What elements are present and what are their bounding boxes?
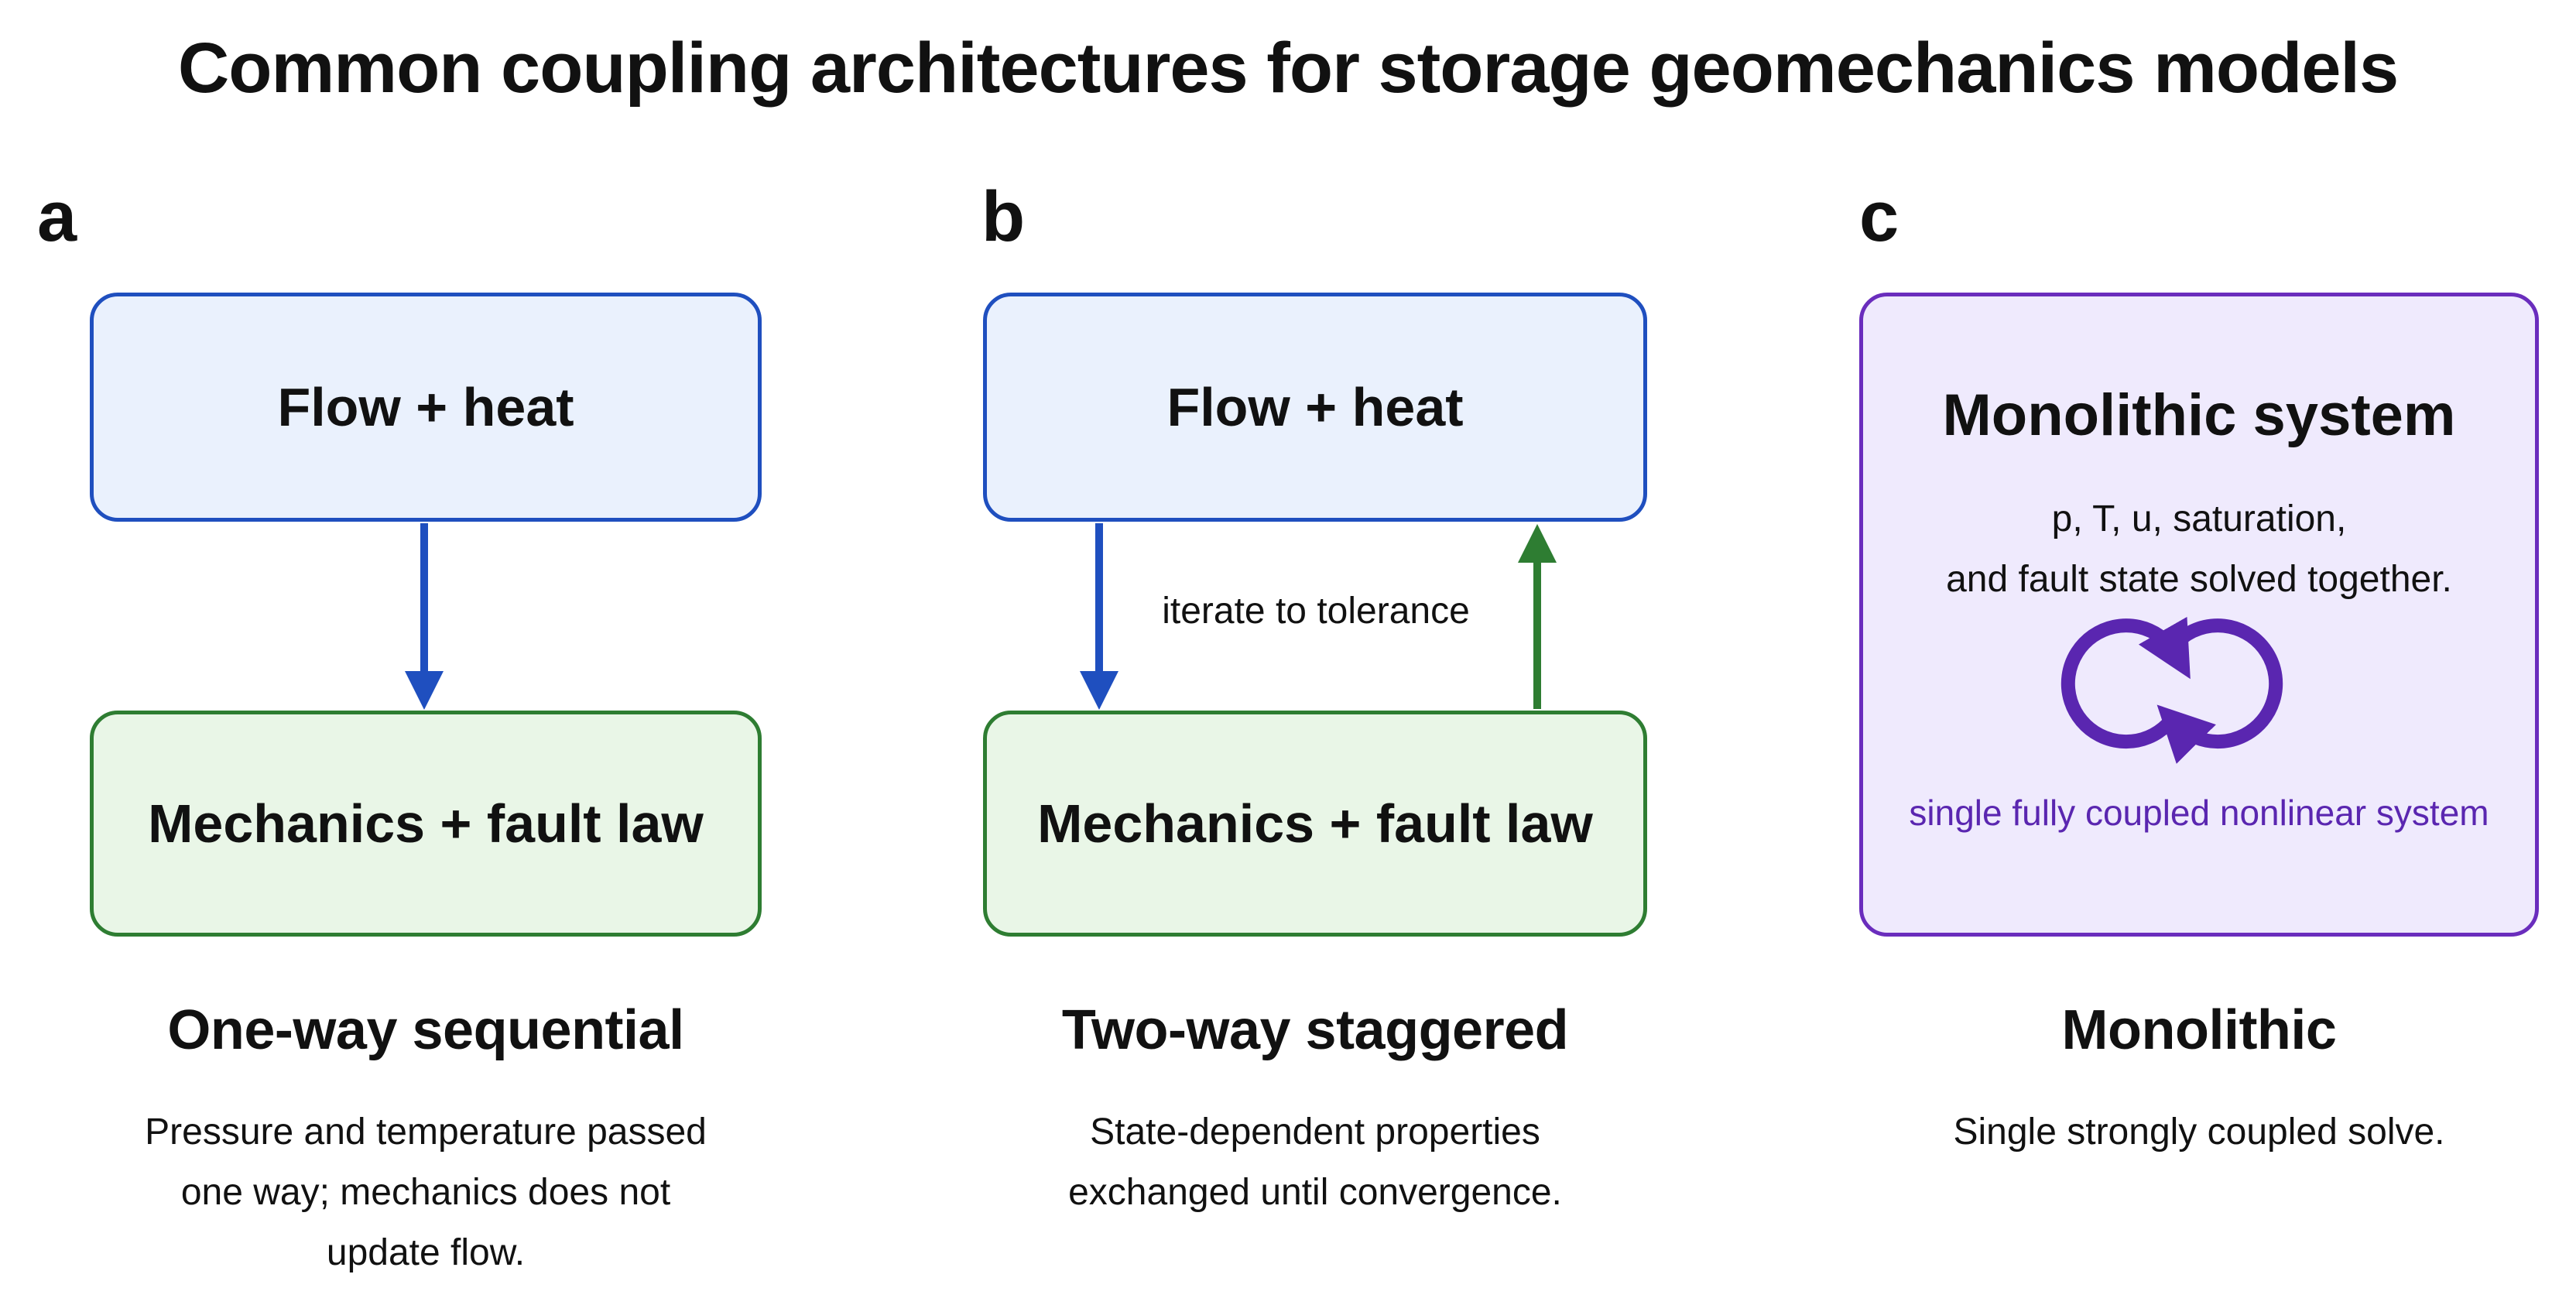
panel-b-mechanics-label: Mechanics + fault law — [1037, 793, 1593, 854]
panel-b-description-line-1: State-dependent properties — [1090, 1111, 1540, 1153]
panel-a-flow-heat-box: Flow + heat — [90, 293, 762, 522]
panel-b-description: State-dependent properties exchanged unt… — [983, 1102, 1647, 1223]
panel-c-description-line-1: Single strongly coupled solve. — [1953, 1111, 2445, 1153]
panel-a-description-line-2: one way; mechanics does not — [180, 1172, 671, 1213]
monolithic-variables-line-1: p, T, u, saturation, — [2051, 498, 2347, 539]
monolithic-caption: single fully coupled nonlinear system — [1909, 793, 2489, 833]
panel-b-flow-heat-label: Flow + heat — [1166, 377, 1464, 437]
panel-a-description: Pressure and temperature passed one way;… — [90, 1102, 762, 1283]
panel-a-description-line-3: update flow. — [326, 1232, 526, 1273]
panel-b-heading: Two-way staggered — [1061, 999, 1569, 1061]
panel-label-b: b — [981, 177, 1026, 256]
panel-a-flow-heat-label: Flow + heat — [277, 377, 574, 437]
circular-arrows-icon — [2060, 616, 2283, 764]
monolithic-variables-line-2: and fault state solved together. — [1946, 559, 2452, 600]
iterate-label: iterate to tolerance — [1162, 591, 1470, 632]
panel-b-mechanics-box: Mechanics + fault law — [983, 711, 1647, 937]
panel-a-mechanics-label: Mechanics + fault law — [148, 793, 704, 854]
panel-c-description: Single strongly coupled solve. — [1859, 1102, 2539, 1163]
panel-a-description-line-1: Pressure and temperature passed — [145, 1111, 707, 1153]
panel-c-monolithic-box: Monolithic system p, T, u, saturation, a… — [1859, 293, 2539, 937]
panel-label-c: c — [1859, 177, 1899, 256]
panel-c-heading: Monolithic — [2061, 999, 2337, 1061]
panel-a-heading: One-way sequential — [167, 999, 684, 1061]
panel-a-mechanics-box: Mechanics + fault law — [90, 711, 762, 937]
diagram-title: Common coupling architectures for storag… — [177, 29, 2399, 108]
panel-b-flow-heat-box: Flow + heat — [983, 293, 1647, 522]
monolithic-system-title: Monolithic system — [1942, 382, 2456, 448]
panel-b-description-line-2: exchanged until convergence. — [1068, 1172, 1562, 1213]
panel-label-a: a — [37, 177, 77, 256]
